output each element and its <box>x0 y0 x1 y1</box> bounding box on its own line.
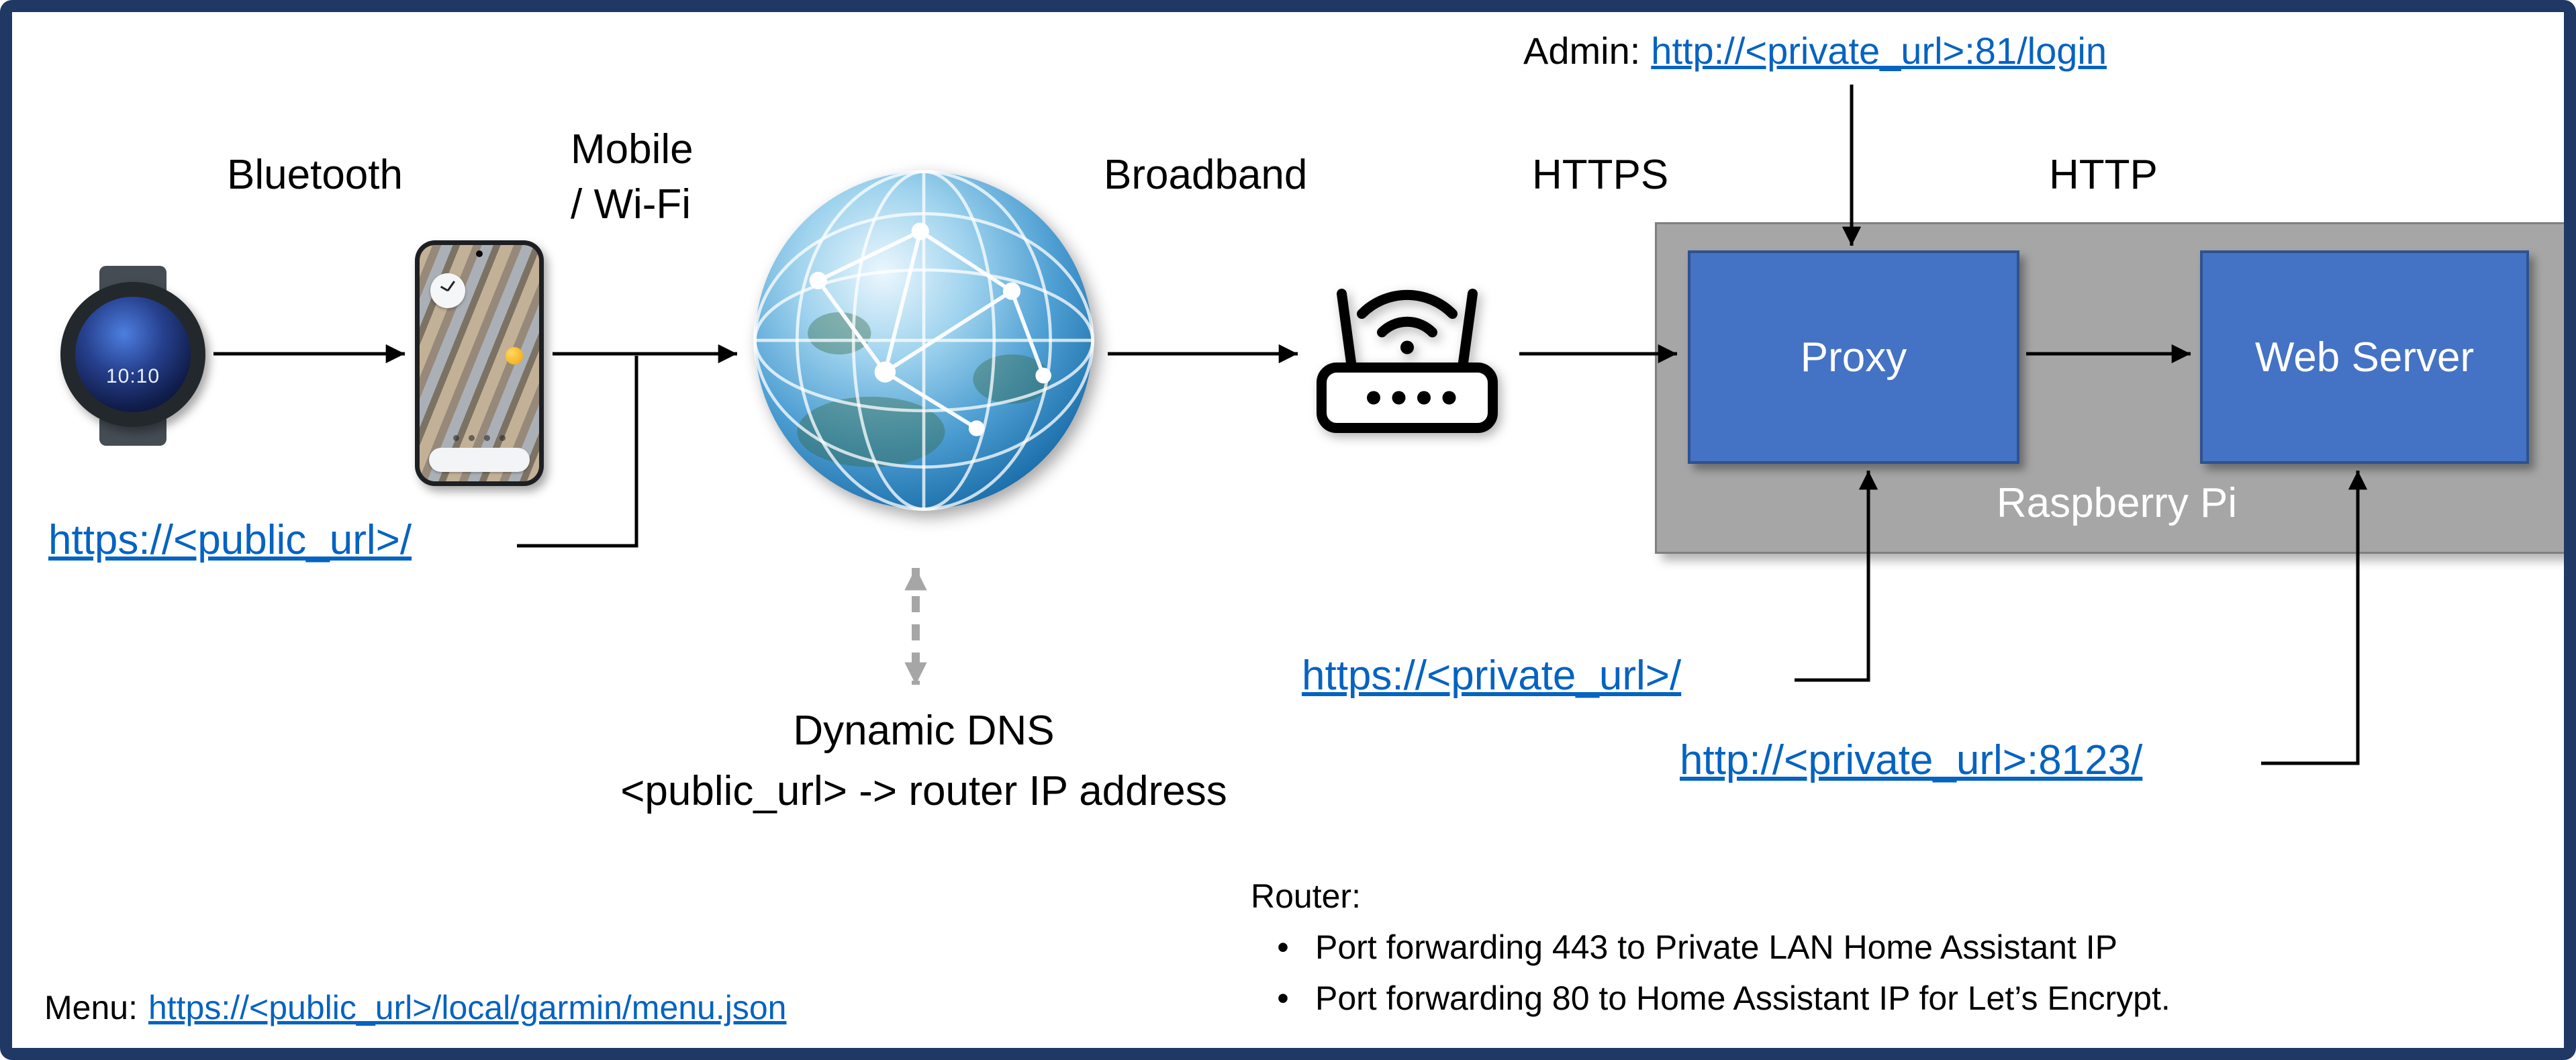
menu-json-link[interactable]: https://<public_url>/local/garmin/menu.j… <box>148 989 787 1026</box>
label-bluetooth: Bluetooth <box>227 152 403 198</box>
watch-time: 10:10 <box>105 365 160 387</box>
proxy-label: Proxy <box>1800 334 1907 381</box>
android-phone-icon <box>415 240 544 486</box>
wifi-router-icon <box>1306 262 1508 453</box>
clock-widget-icon <box>430 273 465 308</box>
router-notes-bullet: Port forwarding 443 to Private LAN Home … <box>1251 928 2170 967</box>
label-https: HTTPS <box>1532 152 1669 198</box>
label-mobile-line2: / Wi-Fi <box>571 181 691 228</box>
internet-globe-icon <box>748 164 1100 516</box>
phone-camera-dot <box>476 250 483 257</box>
router-notes-title: Router: <box>1251 877 1361 915</box>
label-mobile-line1: Mobile <box>571 126 694 173</box>
private-http-8123-link[interactable]: http://<private_url>:8123/ <box>1680 737 2143 783</box>
phone-screen <box>420 245 539 481</box>
label-http: HTTP <box>2049 152 2158 198</box>
garmin-smartwatch-icon: 10:10 <box>59 264 207 446</box>
label-broadband: Broadband <box>1104 152 1308 198</box>
label-dynamic-dns: Dynamic DNS <box>793 708 1055 754</box>
menu-url-row: Menu: https://<public_url>/local/garmin/m… <box>44 988 786 1027</box>
web-server-box: Web Server <box>2200 250 2529 464</box>
public-url-link[interactable]: https://<public_url>/ <box>48 517 412 563</box>
web-server-label: Web Server <box>2254 334 2475 381</box>
router-notes-bullet: Port forwarding 80 to Home Assistant IP … <box>1251 979 2170 1018</box>
watch-screen: 10:10 <box>75 297 191 412</box>
private-https-link[interactable]: https://<private_url>/ <box>1302 653 1682 699</box>
router-notes: Router: Port forwarding 443 to Private L… <box>1251 877 2170 1018</box>
label-mobile-wifi: Mobile / Wi-Fi <box>571 122 694 232</box>
watch-face: 10:10 <box>60 282 205 427</box>
phone-search-pill <box>429 448 530 472</box>
weather-sun-icon <box>506 347 523 365</box>
admin-prefix: Admin: <box>1523 30 1641 72</box>
admin-login-link[interactable]: http://<private_url>:81/login <box>1651 30 2107 72</box>
phone-app-dots <box>420 435 539 441</box>
proxy-box: Proxy <box>1688 250 2019 464</box>
router-notes-bullet-text: Port forwarding 80 to Home Assistant IP … <box>1315 979 2170 1017</box>
admin-url-row: Admin:http://<private_url>:81/login <box>1523 28 2107 73</box>
router-notes-bullet-text: Port forwarding 443 to Private LAN Home … <box>1315 928 2117 966</box>
label-dns-mapping: <public_url> -> router IP address <box>620 768 1227 814</box>
menu-prefix: Menu: <box>44 989 138 1026</box>
raspberry-pi-label: Raspberry Pi <box>1996 480 2238 526</box>
